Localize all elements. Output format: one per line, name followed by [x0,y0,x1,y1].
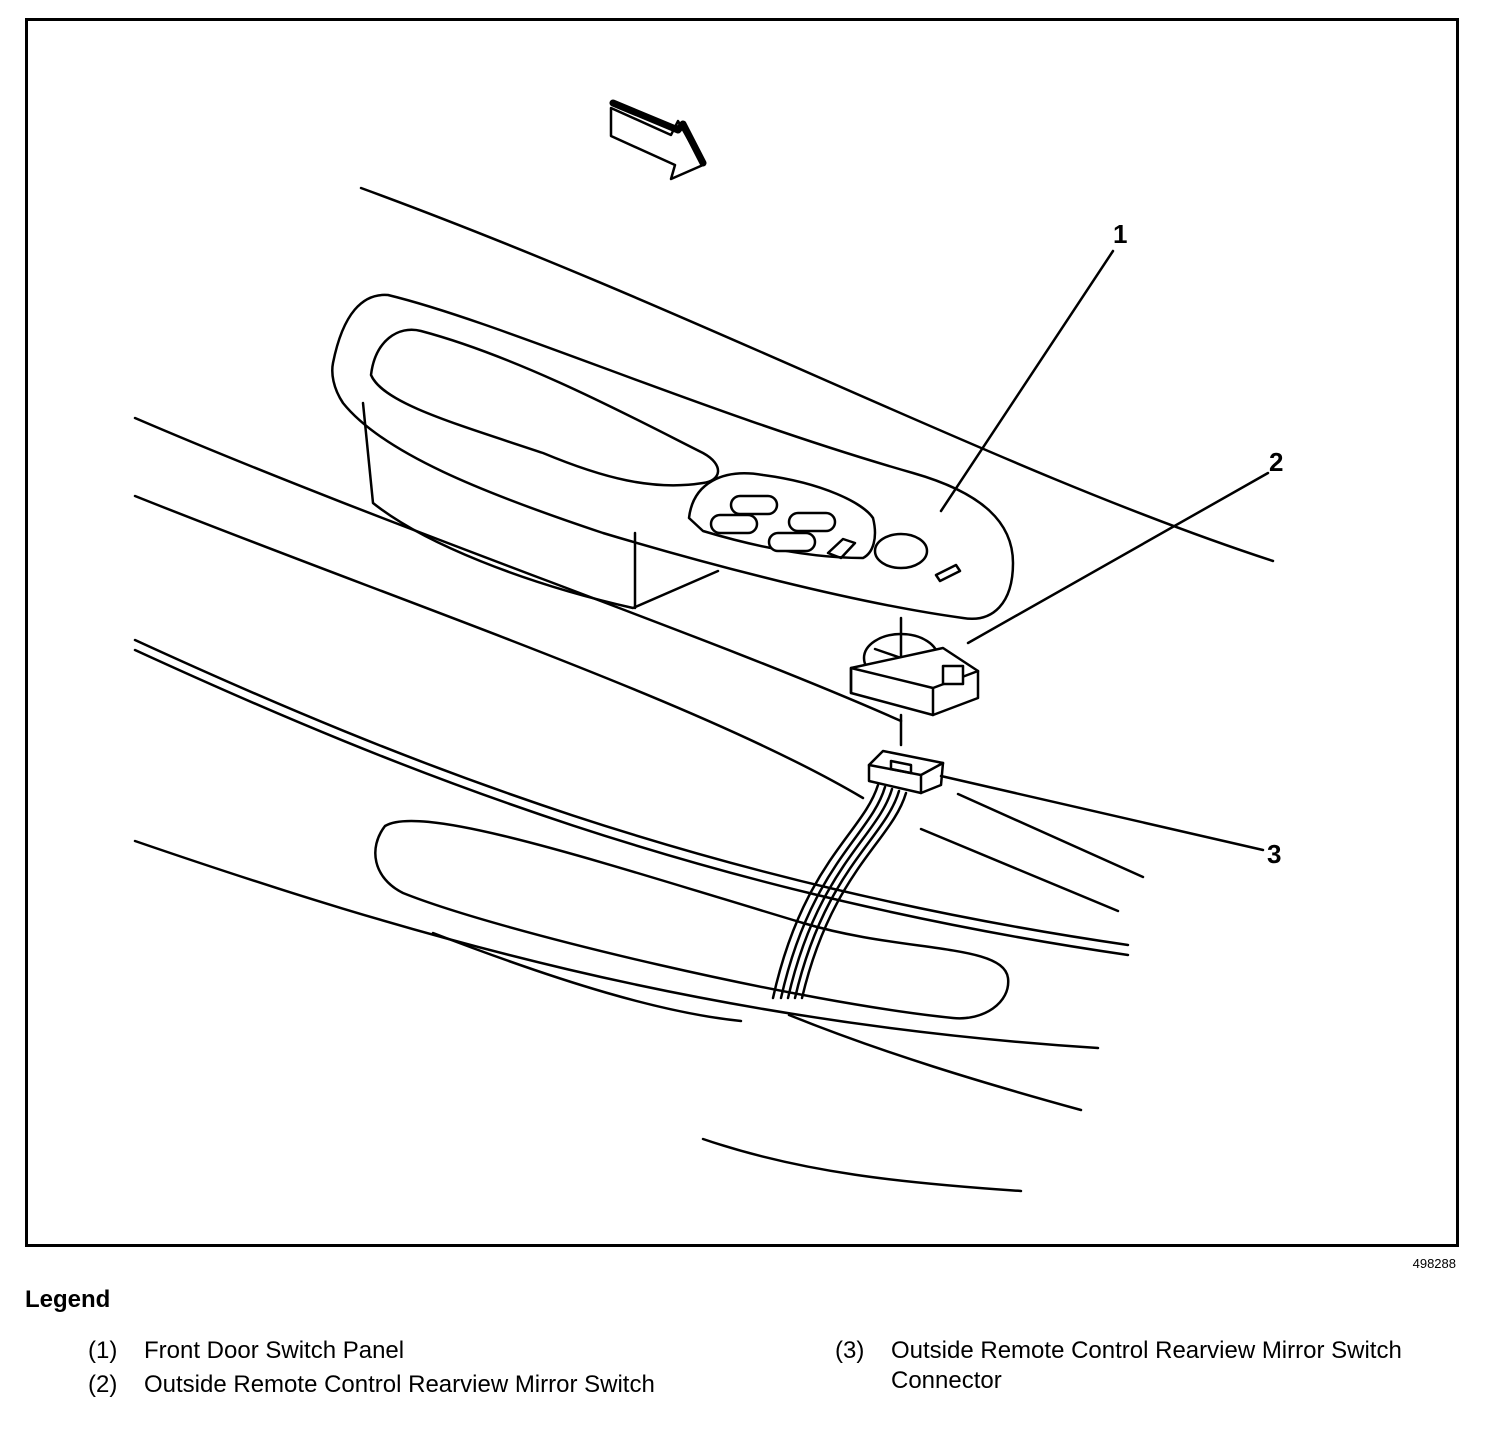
door-trim-lines [133,186,1275,1193]
door-pull-cup [374,819,1010,1020]
legend-column-left: (1) Front Door Switch Panel (2) Outside … [88,1336,708,1404]
mirror-switch-connector [771,749,945,1000]
figure-id: 498288 [1412,1256,1456,1271]
forward-direction-arrow-icon [609,99,707,181]
legend-item-text: Front Door Switch Panel [144,1337,405,1364]
door-panel-illustration: 1 2 3 [133,99,1283,1193]
front-door-switch-panel [331,293,1015,621]
callout-2: 2 [1269,447,1283,477]
legend-title: Legend [25,1286,111,1313]
legend-item: (3) Outside Remote Control Rearview Mirr… [835,1336,1455,1396]
mirror-switch [849,616,980,747]
legend-item-text: Outside Remote Control Rearview Mirror S… [144,1371,655,1398]
legend-item: (2) Outside Remote Control Rearview Mirr… [88,1370,708,1400]
legend-column-right: (3) Outside Remote Control Rearview Mirr… [835,1336,1455,1400]
callout-1: 1 [1113,219,1127,249]
legend-item-number: (1) [88,1337,118,1364]
diagram-frame: 1 2 3 [25,18,1459,1247]
legend-item: (1) Front Door Switch Panel [88,1336,708,1366]
legend-item-text: Outside Remote Control Rearview Mirror S… [891,1337,1402,1394]
legend-item-number: (2) [88,1371,118,1398]
legend-item-number: (3) [835,1337,865,1364]
callout-3: 3 [1267,839,1281,869]
callout-leaders [939,249,1270,852]
